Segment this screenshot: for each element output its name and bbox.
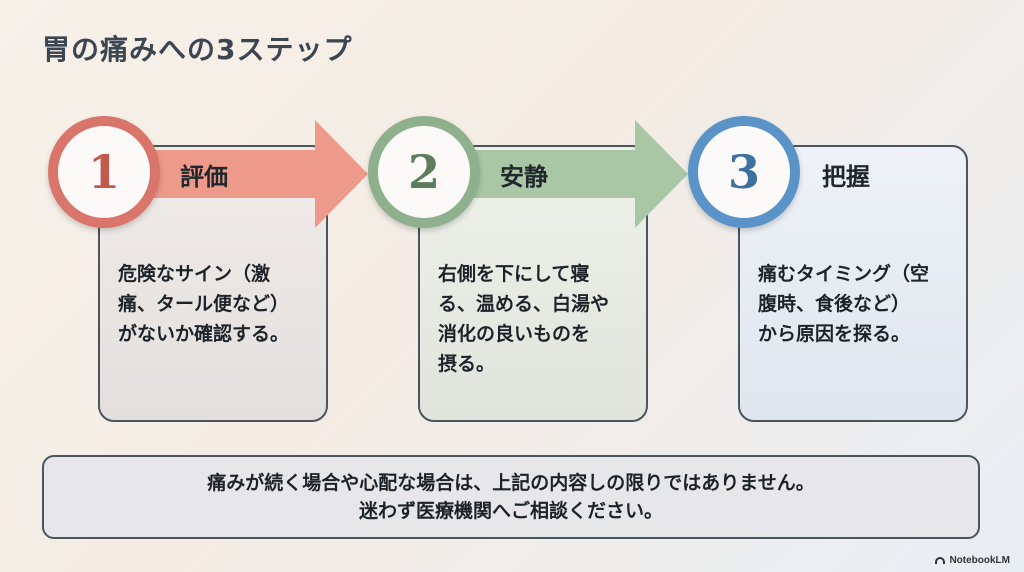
step-3-number-badge: 3 [688,116,800,228]
step-1-arrow [140,120,368,228]
step-1-number: 1 [87,145,120,199]
step-3-label: 把握 [822,163,870,191]
brand-watermark: NotebookLM [935,555,1010,566]
notebooklm-logo-icon [935,557,946,564]
page-title: 胃の痛みへの3ステップ [42,33,353,66]
step-2-label: 安静 [500,163,548,191]
step-2-body: 右側を下にして寝 る、温める、白湯や 消化の良いものを 摂る。 [438,263,610,375]
step-2-number: 2 [407,145,440,199]
step-2-number-badge: 2 [368,116,480,228]
step-3-number: 3 [727,145,760,199]
step-1-number-badge: 1 [48,116,160,228]
step-3-body: 痛むタイミング（空 腹時、食後など） から原因を探る。 [758,263,930,345]
step-2-card: 右側を下にして寝 る、温める、白湯や 消化の良いものを 摂る。 [418,145,648,422]
warning-note-line-1: 痛みが続く場合や心配な場合は、上記の内容しの限りではありません。 [207,472,815,494]
step-2-arrow [460,120,688,228]
warning-note: 痛みが続く場合や心配な場合は、上記の内容しの限りではありません。 迷わず医療機関… [42,455,980,539]
warning-note-line-2: 迷わず医療機関へご相談ください。 [358,500,663,522]
step-1-label: 評価 [180,163,228,191]
brand-name: NotebookLM [949,555,1010,566]
step-1-body: 危険なサイン（激 痛、タール便など） がないか確認する。 [118,263,290,345]
